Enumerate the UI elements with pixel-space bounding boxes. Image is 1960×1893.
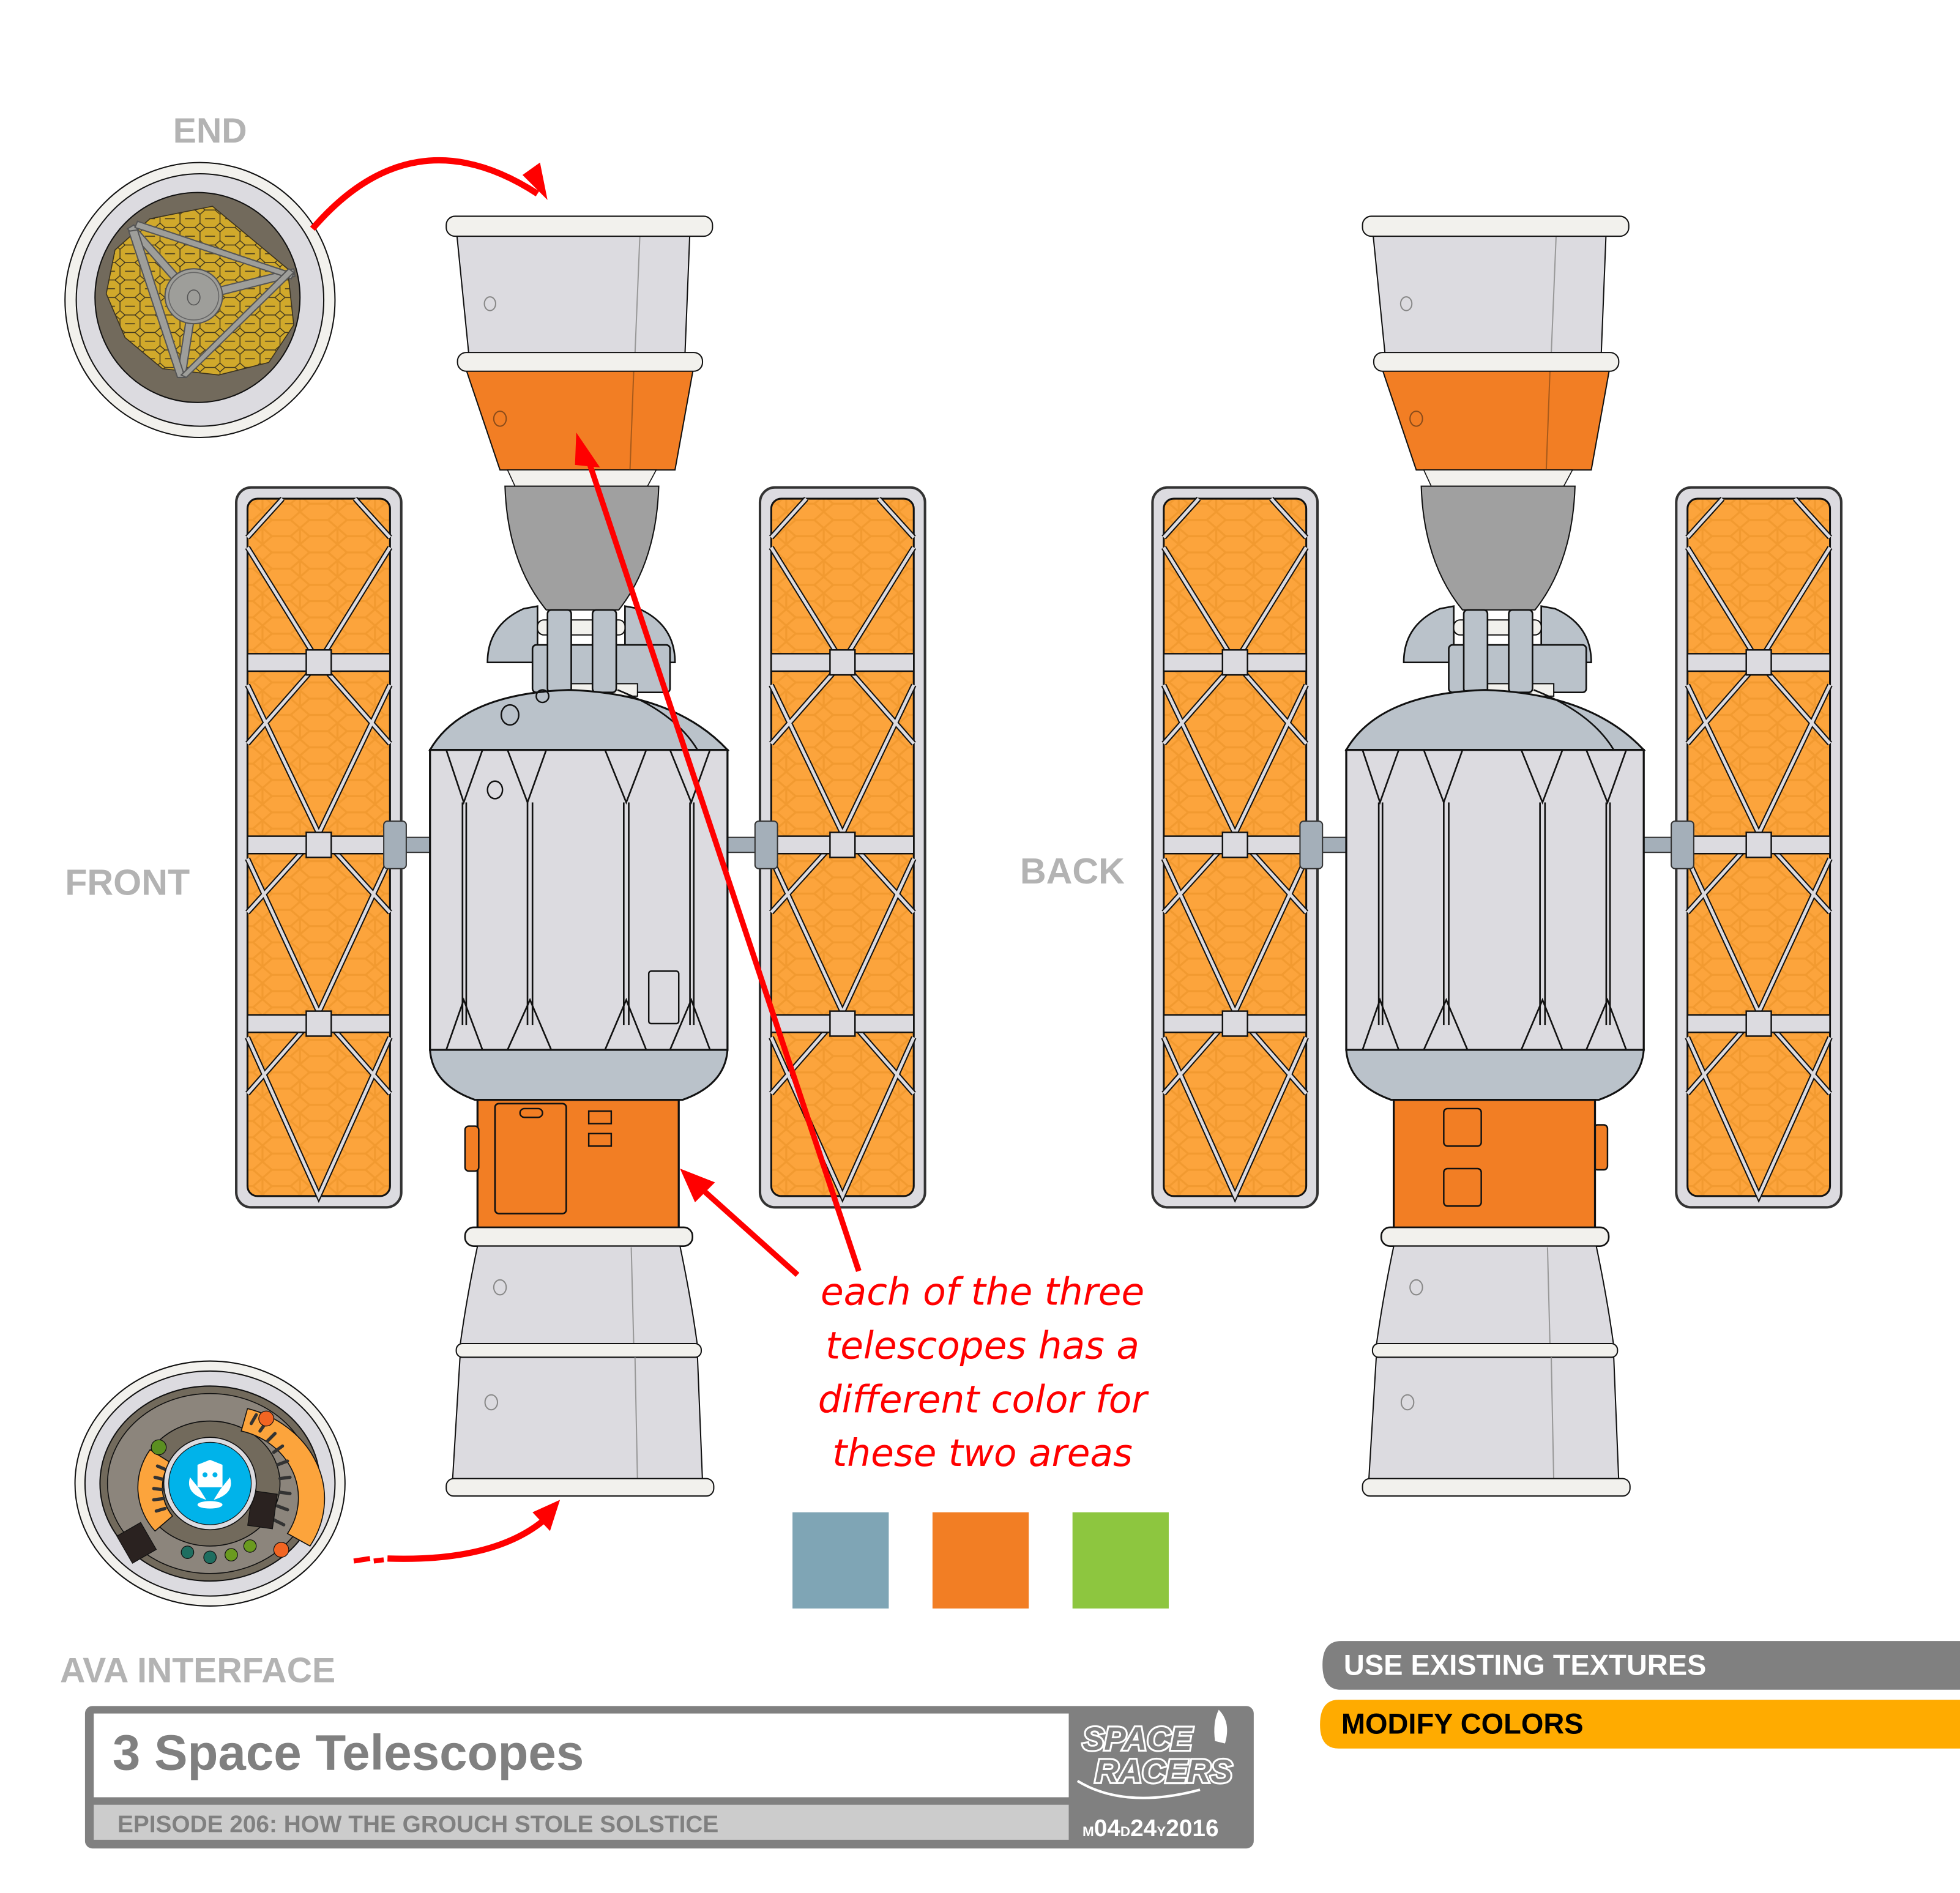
solar-panel-left (235, 486, 403, 1209)
swatch-orange (932, 1512, 1029, 1609)
upper-dome (428, 689, 730, 751)
lower-tube-section-1 (1375, 1245, 1615, 1347)
bottom-ring (1362, 1478, 1631, 1497)
top-ring (1362, 215, 1630, 237)
lower-ring (1380, 1226, 1610, 1247)
back-window-2 (1443, 1167, 1482, 1207)
end-view-arrow (310, 157, 540, 231)
tag-label: USE EXISTING TEXTURES (1344, 1648, 1706, 1681)
owl-emblem-icon (188, 1459, 231, 1509)
date-stamp: M04D24Y2016 (1082, 1815, 1219, 1842)
end-view-mirror-illustration (64, 162, 336, 439)
annotation-arrow-lower (698, 1185, 800, 1277)
solar-panel-right (758, 486, 926, 1209)
lower-ring (464, 1226, 693, 1247)
lower-dome (429, 1049, 729, 1101)
solar-panel-left (1151, 486, 1319, 1209)
bottom-ring (445, 1478, 715, 1497)
end-view-label: END (173, 111, 247, 151)
sheet-title: 3 Space Telescopes (113, 1725, 584, 1781)
annotation-line-4: these two areas (832, 1432, 1133, 1475)
annotation-arrow-upper (584, 456, 862, 1272)
solar-panel-right (1675, 486, 1843, 1209)
end-view-arrowhead (522, 162, 548, 200)
ava-arrow (387, 1512, 553, 1562)
main-body (1345, 749, 1645, 1051)
main-body (429, 749, 729, 1051)
space-racers-logo: SPACE RACERS (1076, 1709, 1234, 1799)
upper-tube-section (1371, 228, 1607, 355)
telescope-front-view (235, 215, 926, 1497)
front-view-label: FRONT (65, 862, 190, 903)
mid-ring (1373, 352, 1620, 372)
access-door (494, 1103, 567, 1214)
ava-arrowhead (532, 1500, 561, 1531)
neck-section (1420, 485, 1576, 611)
lower-color-module (476, 1099, 680, 1231)
tag-modify-colors: MODIFY COLORS (1320, 1700, 1960, 1749)
panel-clamp-left (1299, 820, 1324, 869)
ava-interface-label: AVA INTERFACE (60, 1651, 335, 1690)
panel-clamp-right (1671, 820, 1694, 869)
ava-interface-illustration (74, 1360, 346, 1607)
lower-tube-section-2 (452, 1356, 704, 1482)
lower-tube-section-2 (1368, 1356, 1620, 1482)
hatch-panel (647, 970, 680, 1025)
back-view-label: BACK (1020, 850, 1125, 891)
upper-color-band (1380, 365, 1611, 471)
top-ring (445, 215, 714, 237)
lower-color-module (1393, 1099, 1597, 1231)
episode-subtitle: EPISODE 206: HOW THE GROUCH STOLE SOLSTI… (117, 1812, 718, 1838)
swatch-blue (792, 1512, 889, 1609)
tag-label: MODIFY COLORS (1341, 1707, 1584, 1739)
swatch-green (1072, 1512, 1169, 1609)
annotation-line-1: each of the three (821, 1271, 1144, 1314)
panel-clamp-left (383, 820, 407, 869)
lower-tube-section-1 (459, 1245, 699, 1347)
logo-racers: RACERS (1095, 1754, 1232, 1790)
tag-use-existing-textures: USE EXISTING TEXTURES (1322, 1641, 1960, 1690)
orange-gauge-right (240, 1408, 326, 1547)
annotation-line-3: different color for (818, 1378, 1149, 1421)
back-window-1 (1443, 1107, 1482, 1147)
color-swatches (792, 1512, 1169, 1609)
annotation-note: each of the three telescopes has a diffe… (818, 1271, 1149, 1476)
logo-space: SPACE (1082, 1721, 1193, 1757)
upper-dome (1344, 689, 1646, 751)
collar-clamp (1403, 605, 1592, 697)
mid-ring (456, 352, 704, 372)
rocket-icon (1214, 1709, 1228, 1744)
lower-dome (1345, 1049, 1645, 1101)
neck-section (504, 485, 660, 611)
upper-tube-section (455, 228, 691, 355)
collar-clamp (486, 605, 676, 697)
panel-clamp-right (754, 820, 778, 869)
telescope-back-view (1151, 215, 1843, 1497)
annotation-line-2: telescopes has a (825, 1324, 1139, 1367)
title-block: 3 Space Telescopes EPISODE 206: HOW THE … (84, 1706, 1254, 1849)
